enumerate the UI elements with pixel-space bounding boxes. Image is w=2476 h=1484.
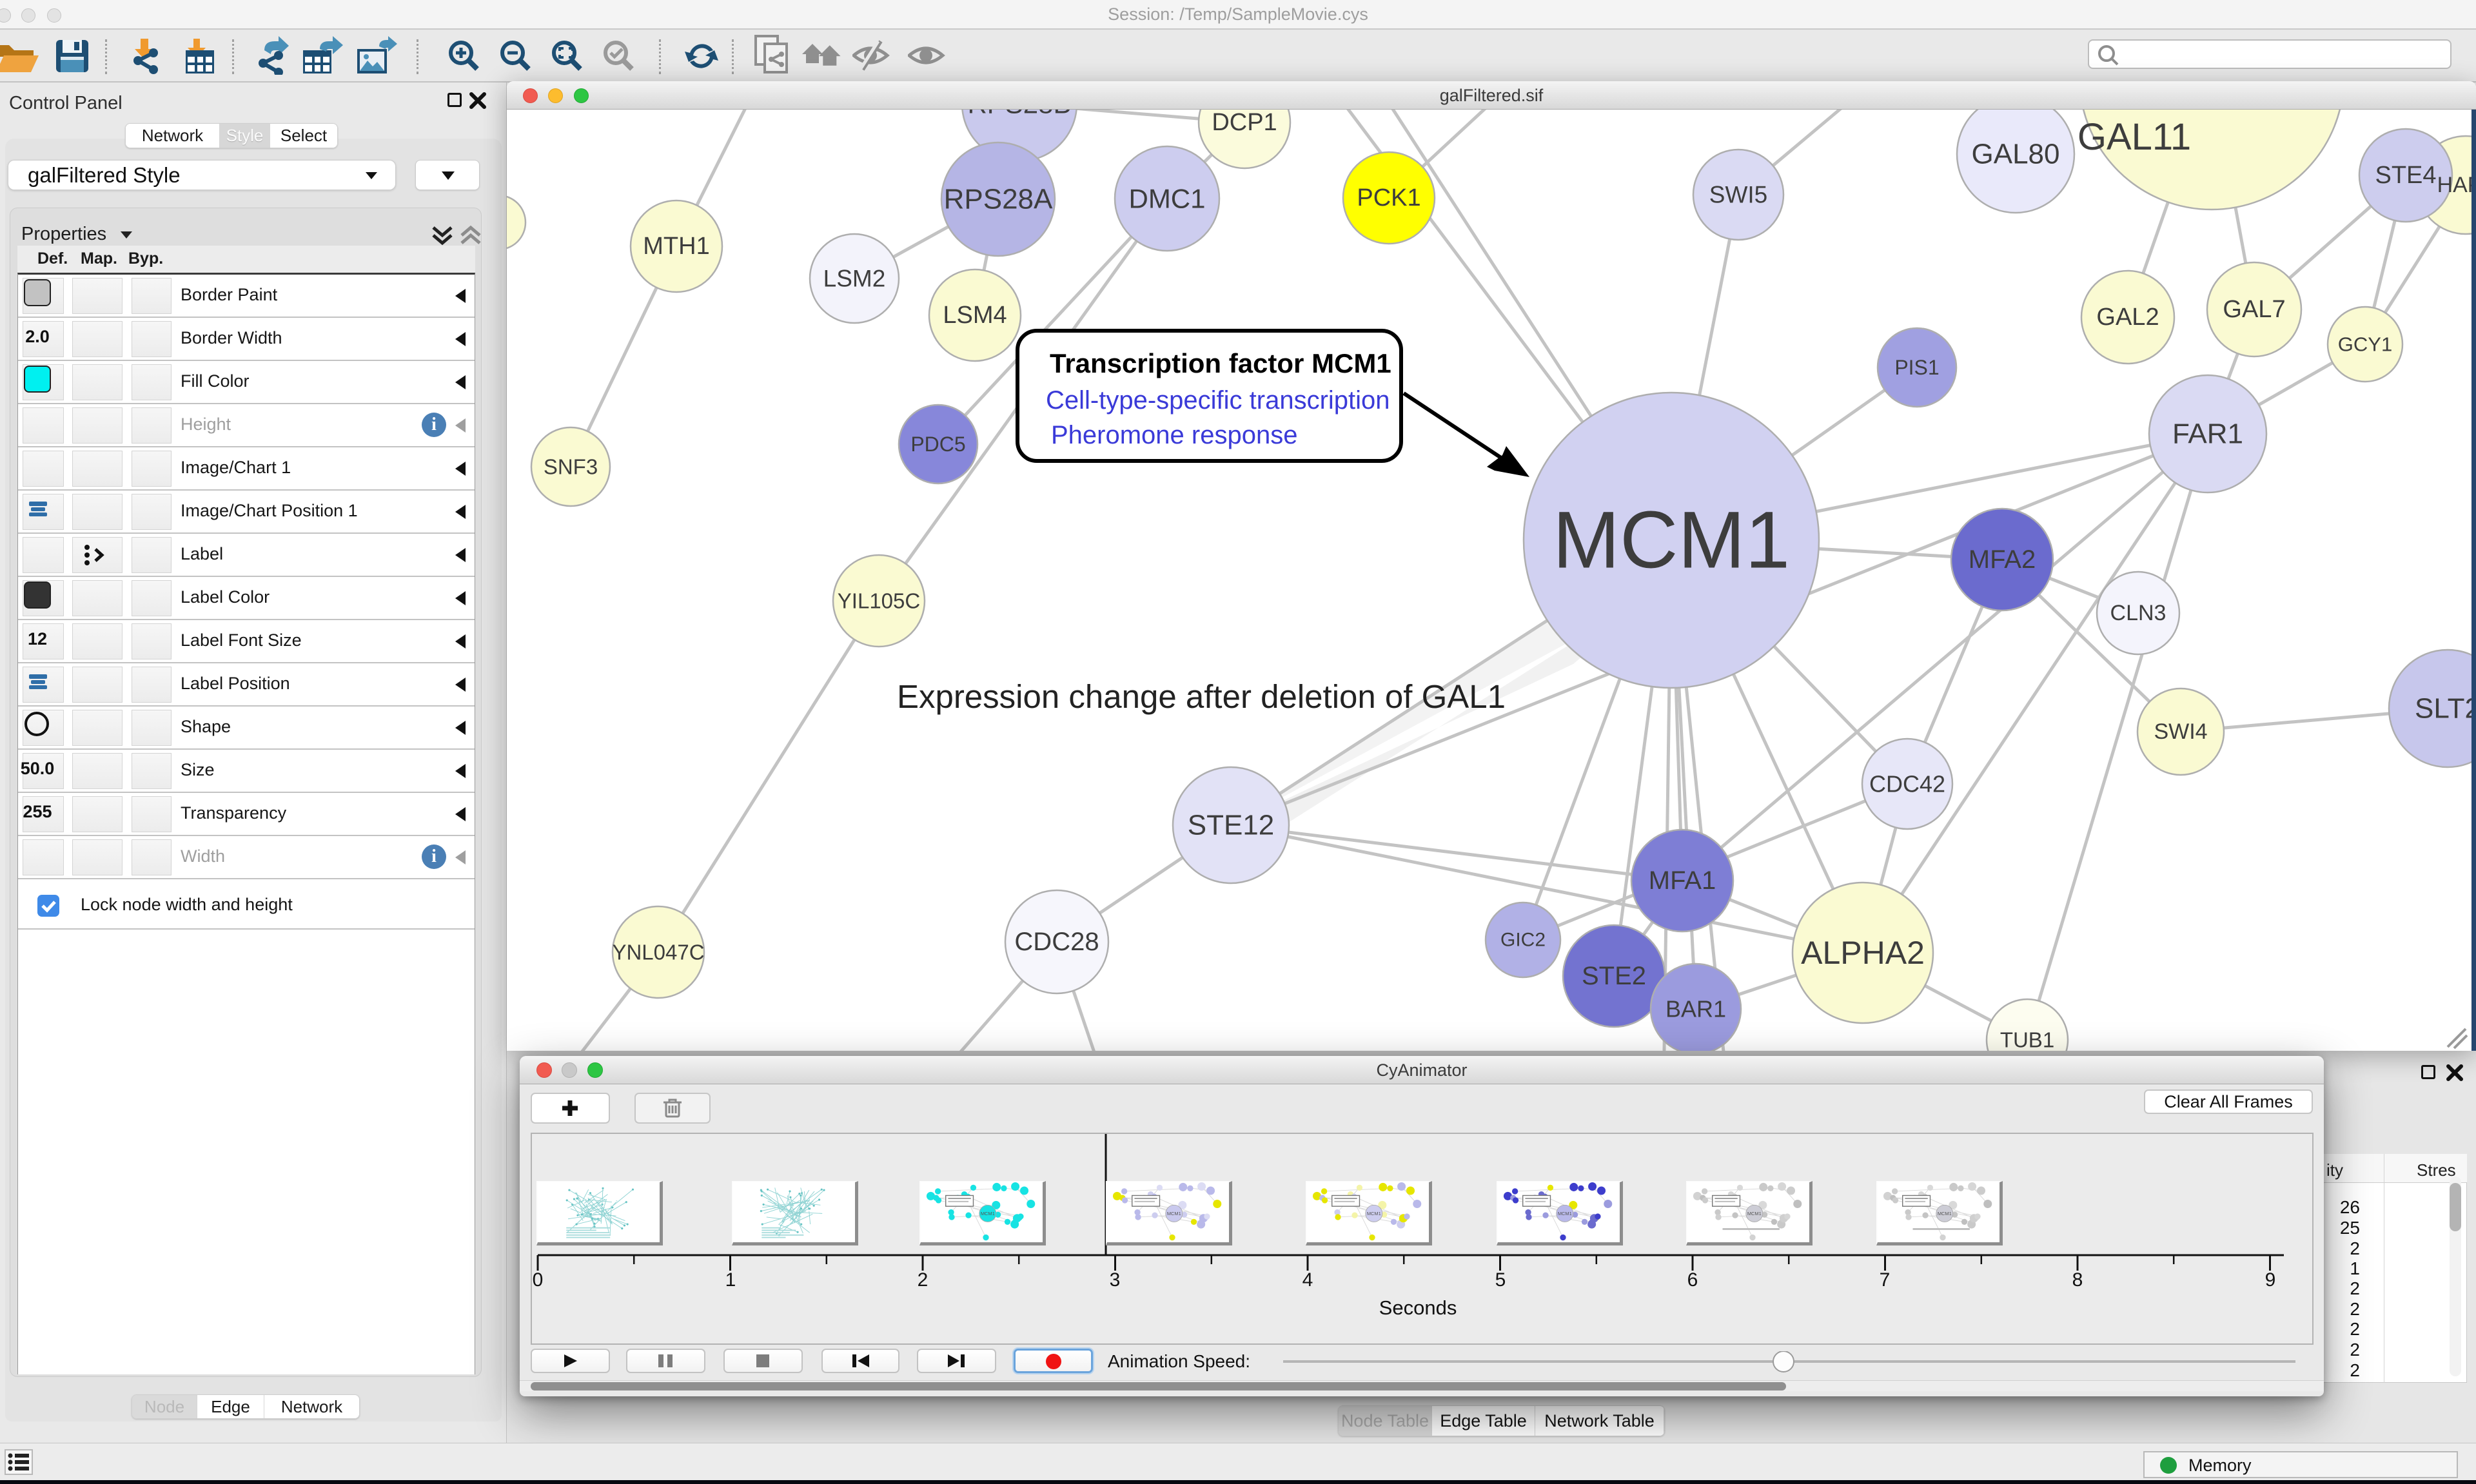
svg-text:RPS28B: RPS28B (967, 110, 1071, 119)
svg-text:CLN3: CLN3 (2110, 601, 2166, 625)
svg-text:TUB1: TUB1 (2000, 1028, 2054, 1051)
svg-text:STE4: STE4 (2375, 162, 2436, 189)
svg-text:Transcription factor MCM1: Transcription factor MCM1 (1050, 348, 1391, 378)
svg-text:PCK1: PCK1 (1357, 184, 1420, 211)
svg-text:Pheromone response: Pheromone response (1051, 421, 1297, 449)
svg-text:Expression change after deleti: Expression change after deletion of GAL1 (897, 678, 1506, 715)
svg-text:STE2: STE2 (1582, 962, 1646, 990)
svg-text:LSM4: LSM4 (943, 302, 1007, 329)
svg-text:MCM1: MCM1 (1367, 1211, 1381, 1216)
svg-text:GAL7: GAL7 (2223, 296, 2285, 323)
svg-text:DCP1: DCP1 (1212, 110, 1277, 136)
svg-text:HAP2: HAP2 (2437, 173, 2476, 197)
svg-text:FAR1: FAR1 (2172, 418, 2243, 450)
svg-text:PIS1: PIS1 (1894, 356, 1939, 379)
svg-text:Cell-type-specific transcripti: Cell-type-specific transcription (1046, 386, 1390, 415)
svg-text:LSM2: LSM2 (823, 266, 886, 292)
svg-text:MTH1: MTH1 (643, 233, 709, 260)
svg-text:CDC42: CDC42 (1869, 771, 1945, 797)
svg-text:MCM1: MCM1 (1747, 1211, 1762, 1216)
svg-text:SWI4: SWI4 (2154, 719, 2207, 744)
svg-text:DMC1: DMC1 (1128, 184, 1205, 214)
svg-text:MCM1: MCM1 (981, 1211, 995, 1216)
svg-text:SLT2: SLT2 (2415, 693, 2476, 725)
svg-text:GAL2: GAL2 (2096, 304, 2159, 331)
svg-text:MFA2: MFA2 (1969, 545, 2036, 574)
svg-text:MCM1: MCM1 (1553, 496, 1790, 585)
svg-text:GAL11: GAL11 (2078, 116, 2191, 158)
svg-text:MCM1: MCM1 (1167, 1211, 1181, 1216)
svg-text:YIL105C: YIL105C (838, 589, 920, 613)
svg-text:MCM1: MCM1 (1938, 1211, 1952, 1216)
svg-text:GCY1: GCY1 (2338, 333, 2392, 356)
svg-text:YNL047C: YNL047C (612, 941, 704, 964)
svg-text:SNF3: SNF3 (544, 455, 598, 479)
svg-text:SWI5: SWI5 (1709, 182, 1767, 208)
svg-text:CDC28: CDC28 (1014, 928, 1099, 956)
svg-text:GAL80: GAL80 (1972, 139, 2060, 170)
svg-text:STE12: STE12 (1188, 810, 1275, 841)
svg-text:RPS28A: RPS28A (944, 184, 1053, 215)
svg-text:ALPHA2: ALPHA2 (1801, 935, 1925, 971)
svg-text:MFA1: MFA1 (1649, 866, 1716, 895)
svg-text:MCM1: MCM1 (1558, 1211, 1572, 1216)
svg-text:PDC5: PDC5 (910, 433, 965, 456)
svg-text:GIC2: GIC2 (1500, 930, 1546, 951)
svg-text:BAR1: BAR1 (1665, 996, 1726, 1022)
